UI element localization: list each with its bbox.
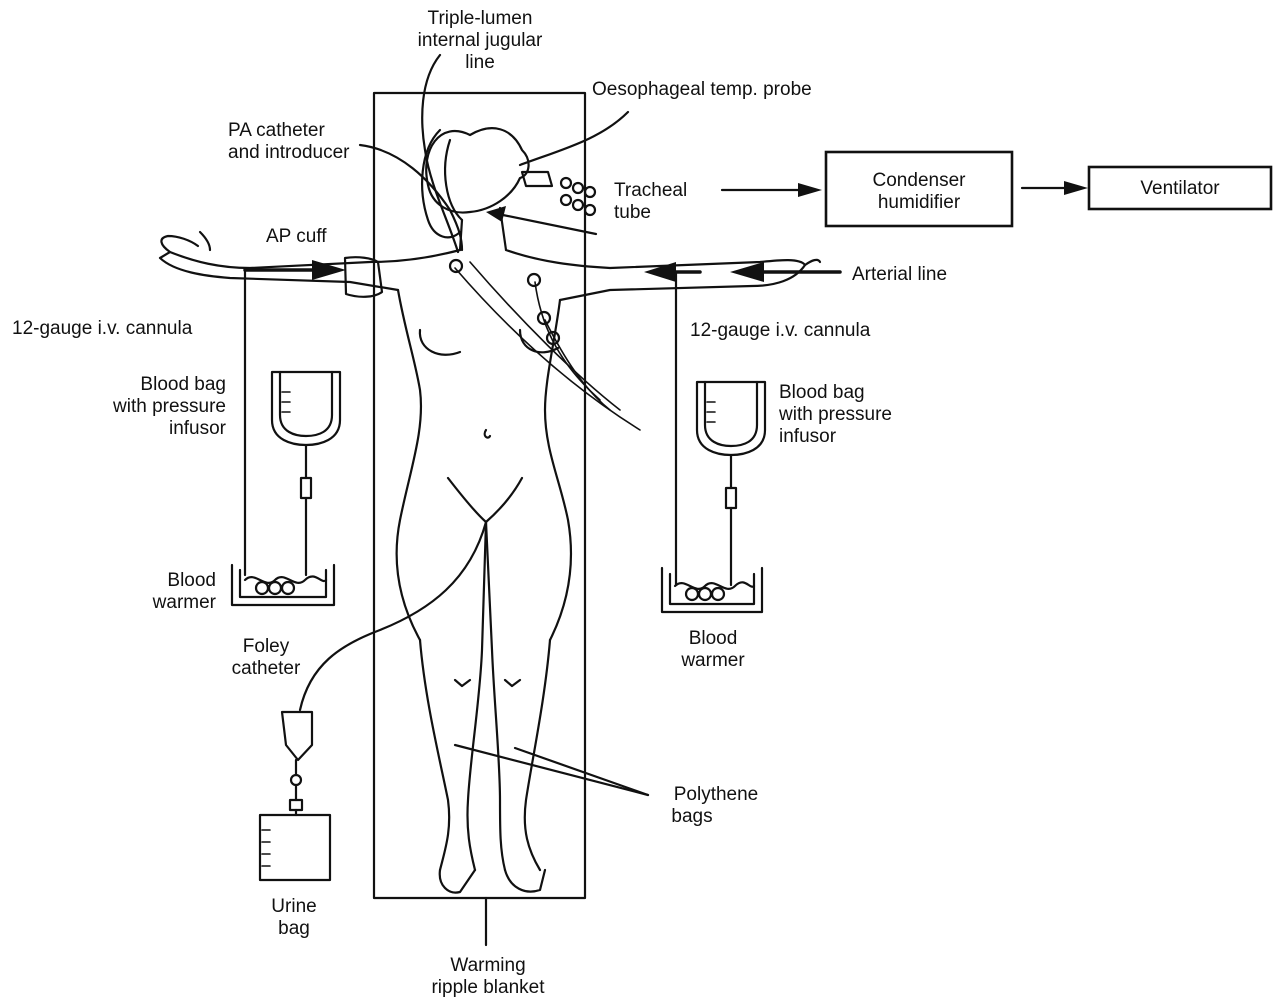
label-blood-warmer-right-2: warmer xyxy=(680,650,745,671)
label-blood-bag-right-1: Blood bag xyxy=(779,382,865,403)
label-tracheal-tube-1: Tracheal xyxy=(614,180,687,201)
patient-figure xyxy=(160,128,820,892)
label-blood-bag-left-1: Blood bag xyxy=(140,374,226,395)
label-tracheal-tube-2: tube xyxy=(614,202,651,223)
label-ap-cuff: AP cuff xyxy=(266,226,327,247)
label-polythene-1: Polythene xyxy=(674,784,759,805)
label-blood-bag-right-3: infusor xyxy=(779,426,837,447)
left-infusion-set xyxy=(232,270,340,605)
label-urine-bag-2: bag xyxy=(278,918,310,939)
label-warming-blanket-2: ripple blanket xyxy=(431,977,545,997)
label-pa-catheter-2: and introducer xyxy=(228,142,350,163)
label-warming-blanket-1: Warming xyxy=(450,955,525,976)
condenser-label-1: Condenser xyxy=(873,170,967,191)
label-blood-warmer-left-2: warmer xyxy=(152,592,217,613)
label-pa-catheter-1: PA catheter xyxy=(228,120,325,141)
label-triple-lumen-2: internal jugular xyxy=(418,30,543,51)
labels: Triple-lumen internal jugular line Oesop… xyxy=(12,8,947,997)
label-foley-2: catheter xyxy=(232,658,301,679)
label-arterial-line: Arterial line xyxy=(852,264,947,285)
label-triple-lumen-1: Triple-lumen xyxy=(428,8,533,29)
label-triple-lumen-3: line xyxy=(465,52,495,73)
label-blood-warmer-right-1: Blood xyxy=(689,628,738,649)
label-polythene-2: bags xyxy=(671,806,712,827)
label-blood-warmer-left-1: Blood xyxy=(167,570,216,591)
label-blood-bag-left-2: with pressure xyxy=(112,396,226,417)
label-cannula-right: 12-gauge i.v. cannula xyxy=(690,320,871,341)
label-foley-1: Foley xyxy=(243,636,290,657)
ventilator-label: Ventilator xyxy=(1140,178,1220,199)
label-cannula-left: 12-gauge i.v. cannula xyxy=(12,318,193,339)
condenser-label-2: humidifier xyxy=(878,192,961,213)
label-blood-bag-right-2: with pressure xyxy=(778,404,892,425)
label-urine-bag-1: Urine xyxy=(271,896,316,917)
central-lines xyxy=(360,55,640,430)
polythene-leaders xyxy=(455,745,648,795)
label-oesophageal-probe: Oesophageal temp. probe xyxy=(592,79,812,100)
label-blood-bag-left-3: infusor xyxy=(169,418,227,439)
